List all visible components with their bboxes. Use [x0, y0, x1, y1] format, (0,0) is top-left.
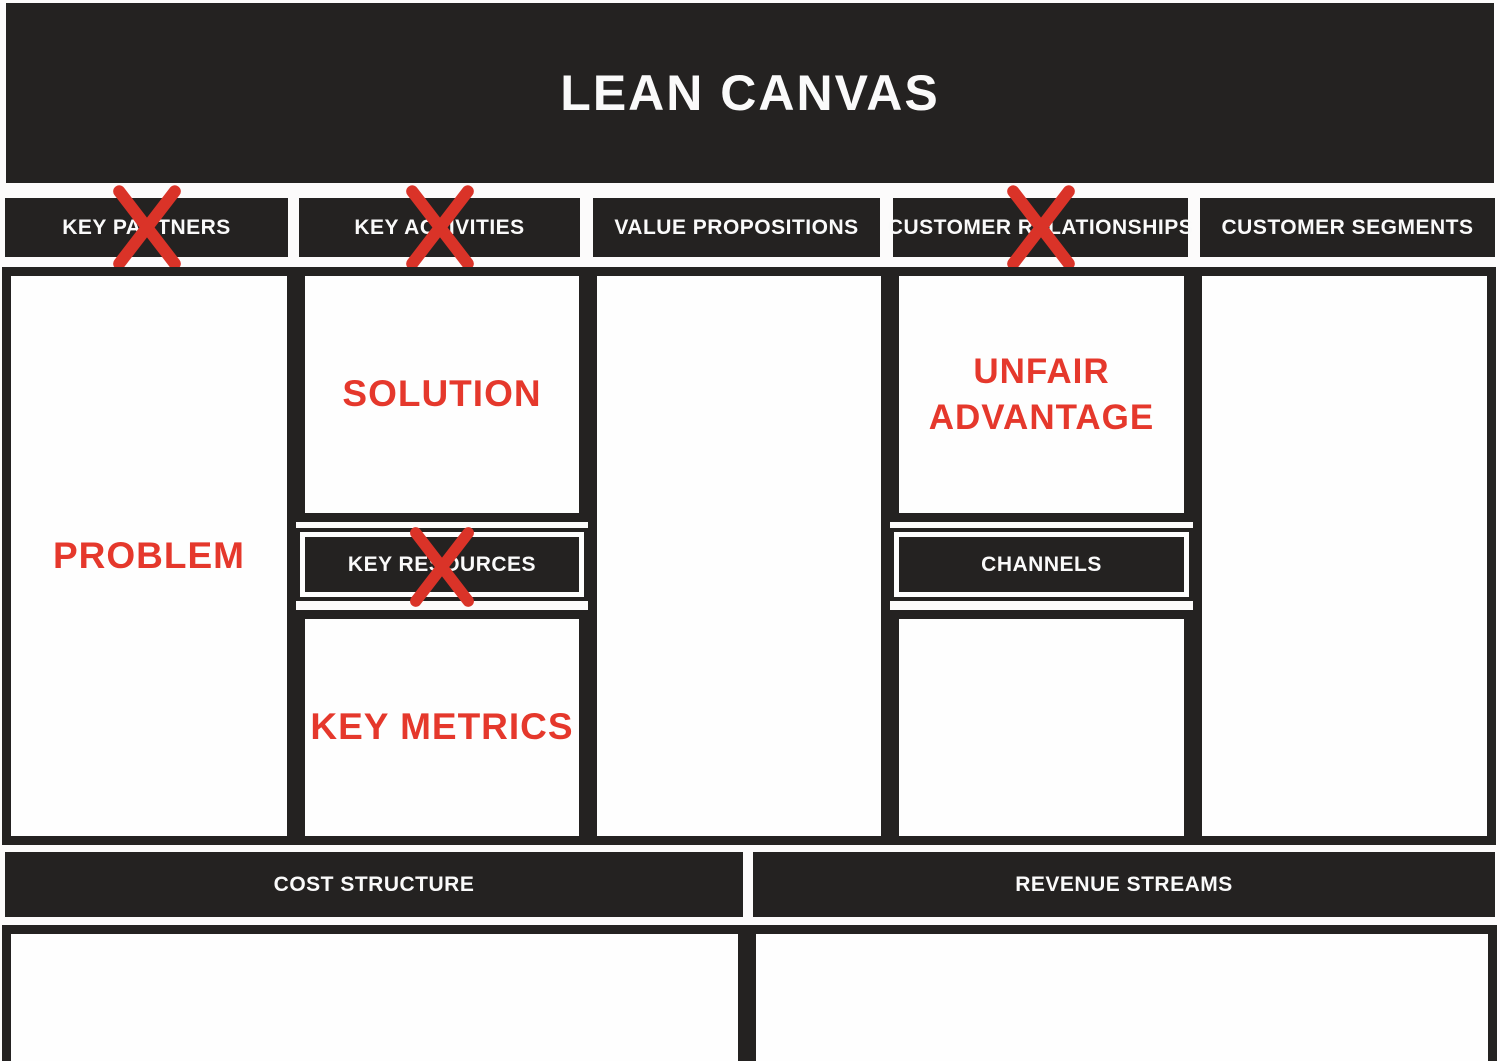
cost-structure-cell: [2, 925, 747, 1061]
key-metrics-label: KEY METRICS: [310, 706, 574, 748]
section-header-key-partners: KEY PARTNERS: [5, 185, 288, 270]
value-propositions-cell: [588, 267, 890, 845]
section-header-label: KEY ACTIVITIES: [354, 215, 525, 239]
problem-label: PROBLEM: [53, 534, 245, 576]
key-resources-band: KEY RESOURCES: [296, 527, 588, 607]
section-header-key-activities: KEY ACTIVITIES: [299, 185, 580, 270]
channels-bar: CHANNELS: [899, 537, 1184, 592]
solution-label: SOLUTION: [342, 373, 542, 415]
unfair-advantage-cell: UNFAIR ADVANTAGE: [890, 267, 1193, 522]
customer-segments-cell: [1193, 267, 1496, 845]
section-header-customer-segments: CUSTOMER SEGMENTS: [1200, 198, 1495, 257]
key-resources-bar: KEY RESOURCES: [305, 527, 579, 607]
solution-cell: SOLUTION: [296, 267, 588, 522]
key-resources-label: KEY RESOURCES: [347, 552, 537, 576]
section-header-label: CUSTOMER SEGMENTS: [1221, 215, 1474, 239]
section-header-label: KEY PARTNERS: [62, 215, 231, 239]
page-title: LEAN CANVAS: [560, 65, 940, 121]
section-header-label: CUSTOMER RELATIONSHIPS: [887, 215, 1194, 239]
revenue-streams-cell: [747, 925, 1497, 1061]
unfair-advantage-label: UNFAIR ADVANTAGE: [928, 352, 1155, 437]
customer-relationships-cell: [890, 610, 1193, 845]
revenue-streams-label: REVENUE STREAMS: [1015, 872, 1233, 896]
channels-label: CHANNELS: [981, 552, 1102, 576]
title-banner: LEAN CANVAS: [6, 3, 1494, 183]
section-header-value-propositions: VALUE PROPOSITIONS: [593, 198, 880, 257]
section-header-label: VALUE PROPOSITIONS: [614, 215, 859, 239]
revenue-streams-header: REVENUE STREAMS: [753, 852, 1495, 917]
problem-cell: PROBLEM: [2, 267, 296, 845]
cost-structure-label: COST STRUCTURE: [273, 872, 475, 896]
key-metrics-cell: KEY METRICS: [296, 610, 588, 845]
channels-band: CHANNELS: [890, 528, 1193, 601]
section-header-customer-relationships: CUSTOMER RELATIONSHIPS: [888, 185, 1193, 270]
cost-structure-header: COST STRUCTURE: [5, 852, 743, 917]
